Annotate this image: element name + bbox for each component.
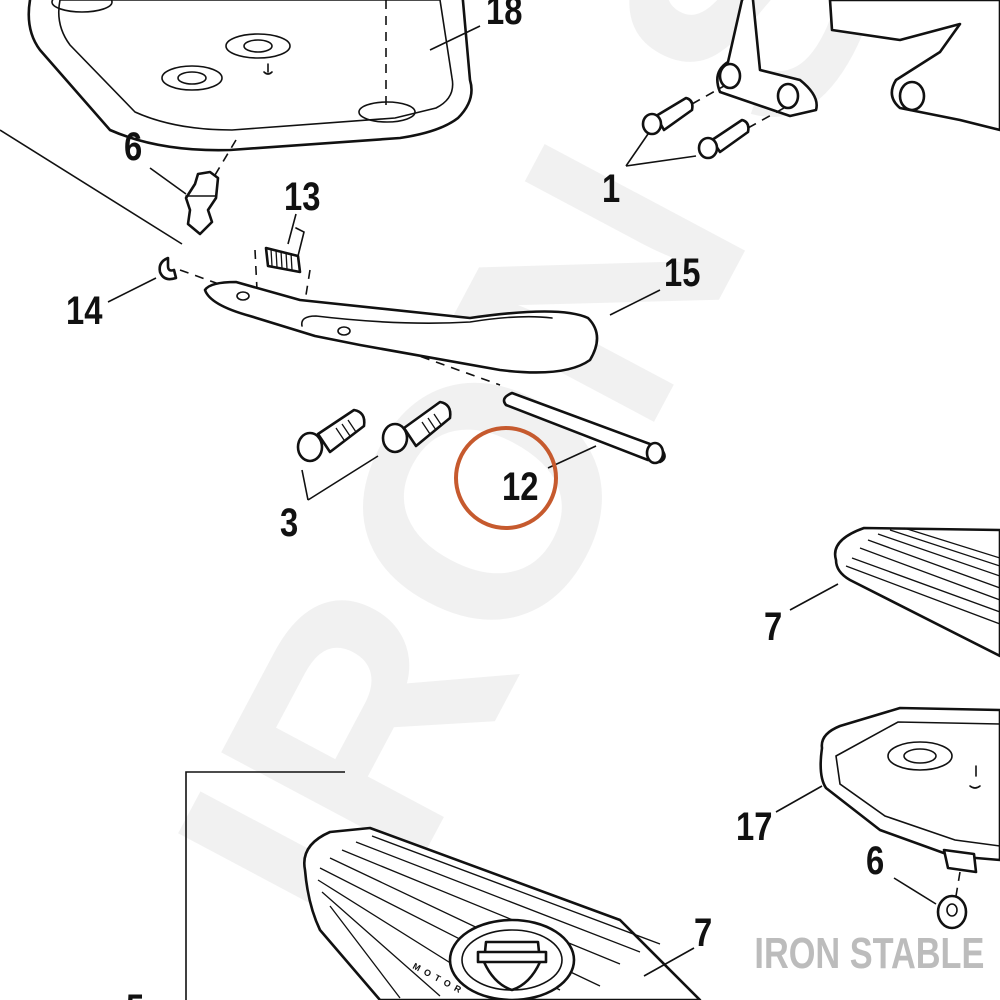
part-12-pivot-pin — [502, 391, 666, 465]
part-15-heel-shifter-lever — [203, 280, 599, 374]
callout-13: 13 — [284, 174, 320, 219]
part-13-torsion-spring — [264, 227, 305, 274]
assembly-frame-line-left — [0, 129, 183, 245]
callout-15: 15 — [664, 250, 700, 295]
bar-and-shield-logo-icon — [476, 940, 548, 992]
brand-watermark-label: IRON STABLE — [754, 929, 984, 978]
part-6-nut-lower — [936, 894, 968, 930]
part-18-floorboard-pan — [27, 0, 473, 152]
callout-7-bottom: 7 — [694, 910, 712, 955]
part-1-mounting-bracket — [716, 0, 1000, 132]
callout-7-right: 7 — [764, 604, 782, 649]
callout-18: 18 — [486, 0, 522, 33]
part-3-screws — [296, 400, 452, 463]
callout-6-upper: 6 — [124, 124, 142, 169]
part-1-bolts — [641, 96, 750, 160]
part-17-floorboard-pan-lower — [819, 706, 1000, 874]
callout-14: 14 — [66, 288, 103, 333]
callout-12: 12 — [502, 464, 538, 509]
callout-17: 17 — [736, 804, 772, 849]
callout-6-lower: 6 — [866, 838, 884, 883]
callout-3: 3 — [280, 500, 298, 545]
callout-12-highlight-circle — [454, 426, 558, 530]
callout-1: 1 — [602, 166, 620, 211]
part-7-footboard-pad-right — [833, 526, 1000, 658]
part-6-stud-upper — [184, 170, 220, 236]
part-14-e-clip — [158, 256, 178, 281]
assembly-frame-line-bottom — [185, 771, 345, 1000]
callout-5: 5 — [126, 986, 144, 1000]
